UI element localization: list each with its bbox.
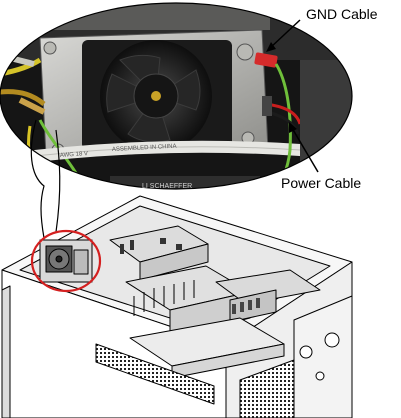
cable-print-right: ASSEMBLED IN CHINA	[112, 144, 177, 153]
zoom-connector-lines	[30, 119, 61, 239]
instrument-chassis-drawing	[1, 195, 353, 418]
gnd-cable-arrow	[266, 19, 301, 52]
inset-border	[0, 2, 353, 190]
power-cable-label: Power Cable	[281, 175, 362, 191]
power-cable-arrow	[289, 122, 319, 173]
highlight-circle	[30, 229, 102, 293]
zoomed-photo-inset	[0, 3, 352, 189]
fan-brand-text: LI SCHAEFFER	[142, 183, 192, 190]
cable-print-left: AWG 18 V	[60, 151, 88, 159]
gnd-cable-label: GND Cable	[306, 6, 378, 22]
